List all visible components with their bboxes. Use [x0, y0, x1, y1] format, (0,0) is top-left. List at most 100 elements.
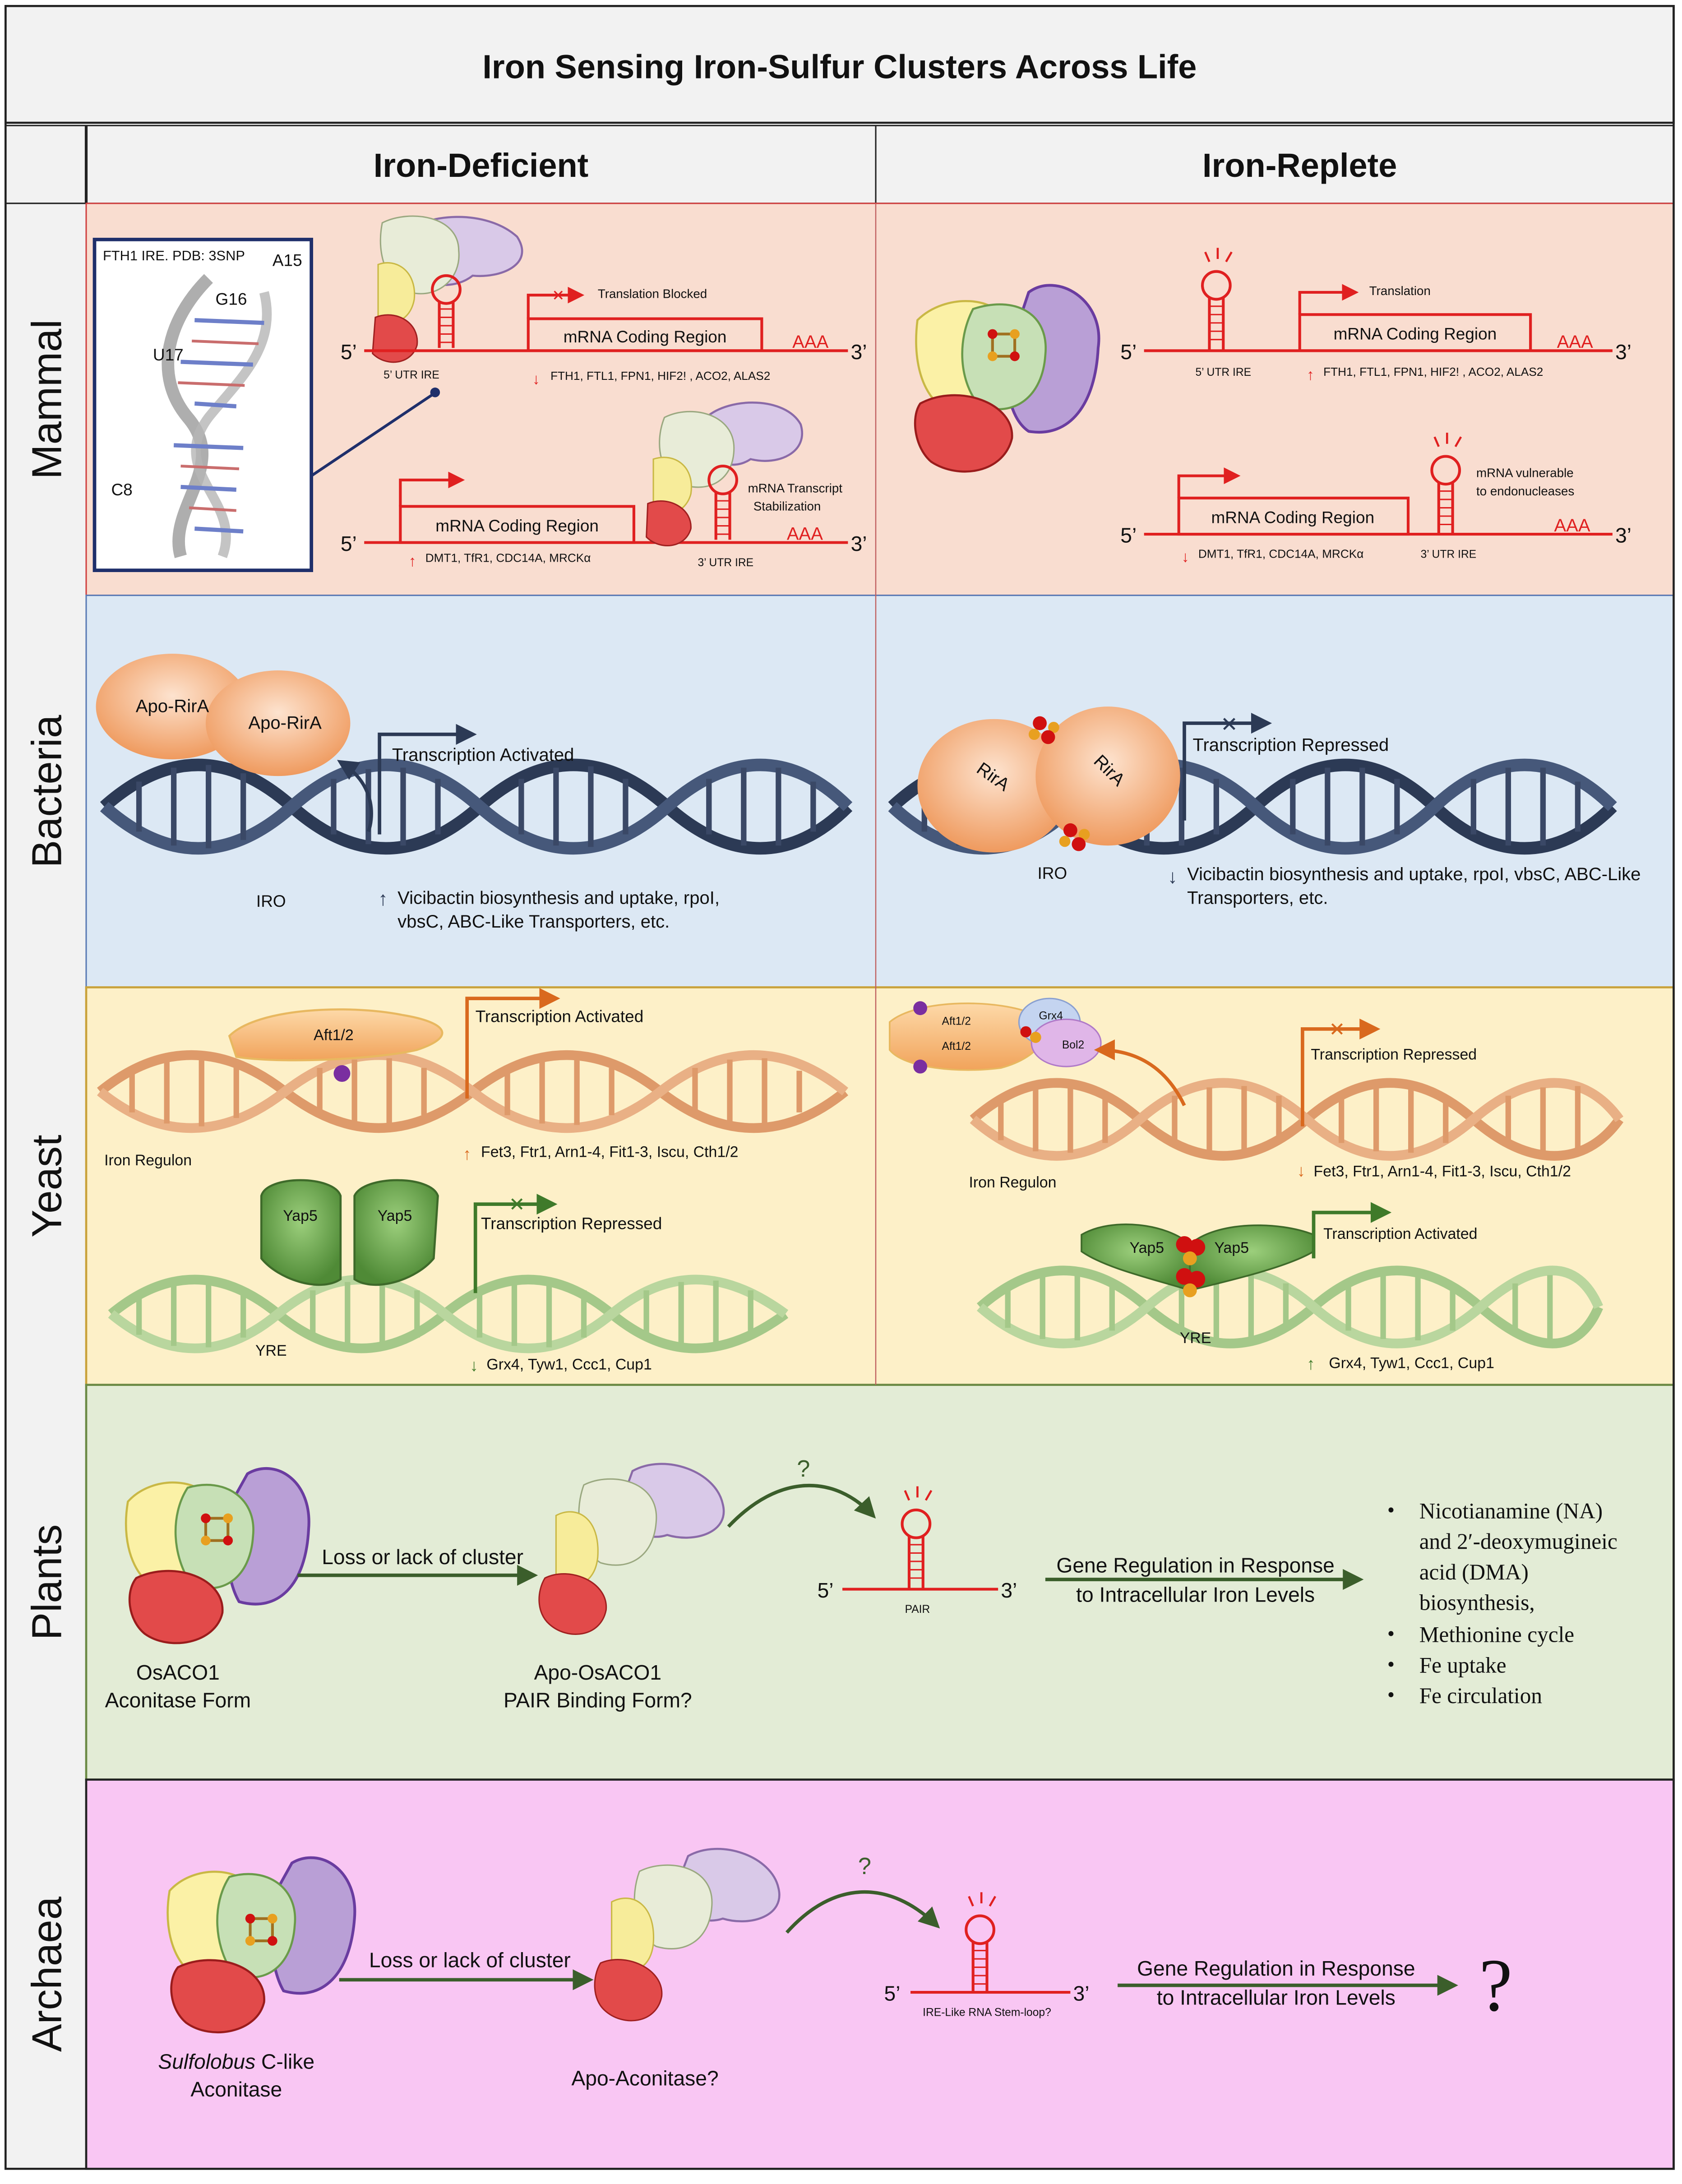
yre-label-replete: YRE [1180, 1330, 1211, 1347]
transcription-repressed-yeast: Transcription Repressed [481, 1214, 662, 1233]
svg-text:↓: ↓ [1182, 549, 1189, 566]
bacteria-genes-replete-line-1: Vicibactin biosynthesis and uptake, rpoI… [1187, 864, 1640, 884]
yap5-label-2: Yap5 [378, 1207, 412, 1224]
three-prime-label: 3’ [1615, 340, 1631, 364]
mrna-coding-region: mRNA Coding Region [435, 517, 599, 535]
three-prime-label: 3’ [851, 532, 867, 555]
three-prime-label: 3’ [1615, 524, 1631, 547]
iro-label: IRO [256, 892, 286, 910]
ire-structure-inset: FTH1 IRE. PDB: 3SNP A15 G16 U17 C8 [92, 238, 313, 573]
stabilization-label-1: mRNA Transcript [748, 481, 843, 495]
three-prime-label: 3’ [851, 340, 867, 364]
yeast-yre-genes-replete: Grx4, Tyw1, Ccc1, Cup1 [1329, 1355, 1494, 1372]
dna-helix-yre-replete [977, 1265, 1603, 1348]
svg-text:↑: ↑ [1307, 1355, 1315, 1373]
grx4-label: Grx4 [1039, 1010, 1063, 1022]
yap5-dimer-deficient [260, 1179, 439, 1286]
loss-of-cluster-label-plants: Loss or lack of cluster [322, 1545, 523, 1569]
apo-osaco1-protein [538, 1463, 725, 1635]
iro-label-replete: IRO [1037, 864, 1067, 882]
yeast-iron-genes: Fet3, Ftr1, Arn1-4, Fit1-3, Iscu, Cth1/2 [481, 1143, 738, 1160]
svg-text:✕: ✕ [1220, 713, 1238, 736]
bol2-label: Bol2 [1062, 1039, 1084, 1051]
aft12-grx4-bol2-complex [888, 997, 1102, 1074]
gene-regulation-plants-1: Gene Regulation in Response [1056, 1554, 1334, 1577]
svg-text:↓: ↓ [470, 1356, 478, 1375]
svg-text:↓: ↓ [1297, 1161, 1305, 1180]
apo-aconitase-protein [594, 1847, 781, 2022]
apo-rira-dimer [96, 654, 351, 776]
gene-regulation-archaea-2: to Intracellular Iron Levels [1157, 1986, 1396, 2009]
outcome-item-biosynthesis: biosynthesis, [1419, 1590, 1535, 1615]
utr5-label: 5’ UTR IRE [384, 369, 439, 381]
five-prime-label-plants: 5’ [818, 1579, 834, 1602]
outcome-item-fe-uptake: Fe uptake [1419, 1653, 1506, 1677]
yeast-iron-genes-replete: Fet3, Ftr1, Arn1-4, Fit1-3, Iscu, Cth1/2 [1314, 1163, 1571, 1180]
plants-outcome-list: • Nicotianamine (NA) and 2′-deoxymuginei… [1387, 1498, 1617, 1708]
sulfolobus-aconitase-holo [166, 1856, 356, 2033]
yeast-yre-genes: Grx4, Tyw1, Ccc1, Cup1 [486, 1356, 652, 1373]
osaco1-holo-protein [125, 1467, 310, 1644]
mrna-coding-region: mRNA Coding Region [1211, 508, 1374, 526]
outcome-item-na: Nicotianamine (NA) [1419, 1498, 1603, 1523]
sulfolobus-italic: Sulfolobus [158, 2050, 255, 2073]
five-prime-label-archaea: 5’ [884, 1982, 901, 2005]
yre-label: YRE [255, 1342, 287, 1359]
yap5-label-replete-2: Yap5 [1214, 1239, 1249, 1256]
osaco1-label-1: OsACO1 [136, 1661, 220, 1684]
pair-stem-loop [842, 1486, 998, 1591]
loss-of-cluster-label-archaea: Loss or lack of cluster [369, 1949, 571, 1972]
svg-text:✕: ✕ [509, 1194, 525, 1216]
page-title: Iron Sensing Iron-Sulfur Clusters Across… [482, 48, 1197, 85]
pair-label: PAIR [905, 1603, 930, 1616]
ire-stem-loop-5utr [431, 274, 462, 348]
ire-stem-loop-replete-5utr [1201, 248, 1233, 351]
iron-sulfur-cluster-icon [1020, 1026, 1041, 1043]
irp-protein-5utr [372, 215, 523, 363]
three-prime-label-archaea: 3’ [1073, 1982, 1090, 2005]
apo-aconitase-label: Apo-Aconitase? [571, 2066, 718, 2090]
dna-helix-iron-regulon-replete [970, 1078, 1624, 1161]
iron-sulfur-cluster-icon [988, 329, 1020, 361]
stem-loop-label: IRE-Like RNA Stem-loop? [923, 2006, 1051, 2018]
gene-regulation-archaea-1: Gene Regulation in Response [1137, 1957, 1415, 1980]
question-mark-archaea: ? [858, 1853, 871, 1879]
inset-label-c8: C8 [111, 480, 132, 499]
bacteria-genes-line-1: Vicibactin biosynthesis and uptake, rpoI… [397, 888, 720, 908]
outcome-item-acid: acid (DMA) [1419, 1560, 1529, 1584]
svg-text:↑: ↑ [1307, 366, 1314, 383]
genes-3utr-replete: DMT1, TfR1, CDC14A, MRCKα [1198, 547, 1364, 560]
inset-label-u17: U17 [153, 346, 184, 364]
svg-text:Sulfolobus C-like: Sulfolobus C-like [158, 2050, 314, 2073]
svg-text:•: • [1387, 1653, 1395, 1676]
row-label-archaea: Archaea [23, 1896, 70, 2052]
ire-stem-loop-3utr [707, 465, 739, 540]
five-prime-label: 5’ [1120, 524, 1137, 547]
transcription-repressed-bacteria: Transcription Repressed [1192, 735, 1389, 755]
poly-a-tail: AAA [1554, 516, 1590, 536]
inset-title: FTH1 IRE. PDB: 3SNP [103, 248, 245, 263]
svg-text:↓: ↓ [1168, 866, 1178, 887]
column-header-deficient: Iron-Deficient [374, 147, 589, 184]
genes-5utr: FTH1, FTL1, FPN1, HIF2! , ACO2, ALAS2 [550, 369, 770, 383]
genes-3utr: DMT1, TfR1, CDC14A, MRCKα [425, 551, 591, 565]
iron-regulon-label-replete: Iron Regulon [969, 1174, 1056, 1191]
aft12-protein-deficient [228, 1008, 444, 1082]
dna-helix-bacteria-deficient [100, 758, 853, 855]
translation-blocked-label: Translation Blocked [598, 286, 707, 300]
transcription-activated-yeast-replete: Transcription Activated [1323, 1225, 1477, 1242]
genes-5utr-replete: FTH1, FTL1, FPN1, HIF2! , ACO2, ALAS2 [1323, 365, 1543, 379]
stabilization-label-2: Stabilization [753, 499, 821, 513]
bacteria-genes-replete-line-2: Transporters, etc. [1187, 888, 1328, 908]
three-prime-label-plants: 3’ [1001, 1579, 1017, 1602]
svg-text:↓: ↓ [532, 370, 540, 388]
iron-sulfur-cluster-icon [1059, 823, 1090, 851]
row-label-mammal: Mammal [23, 319, 70, 479]
outcome-item-fe-circulation: Fe circulation [1419, 1683, 1542, 1708]
svg-text:•: • [1387, 1683, 1395, 1706]
svg-text:✕: ✕ [1329, 1019, 1345, 1040]
apo-osaco1-label-2: PAIR Binding Form? [504, 1688, 692, 1712]
five-prime-label: 5’ [341, 340, 357, 364]
poly-a-tail: AAA [1557, 332, 1593, 352]
